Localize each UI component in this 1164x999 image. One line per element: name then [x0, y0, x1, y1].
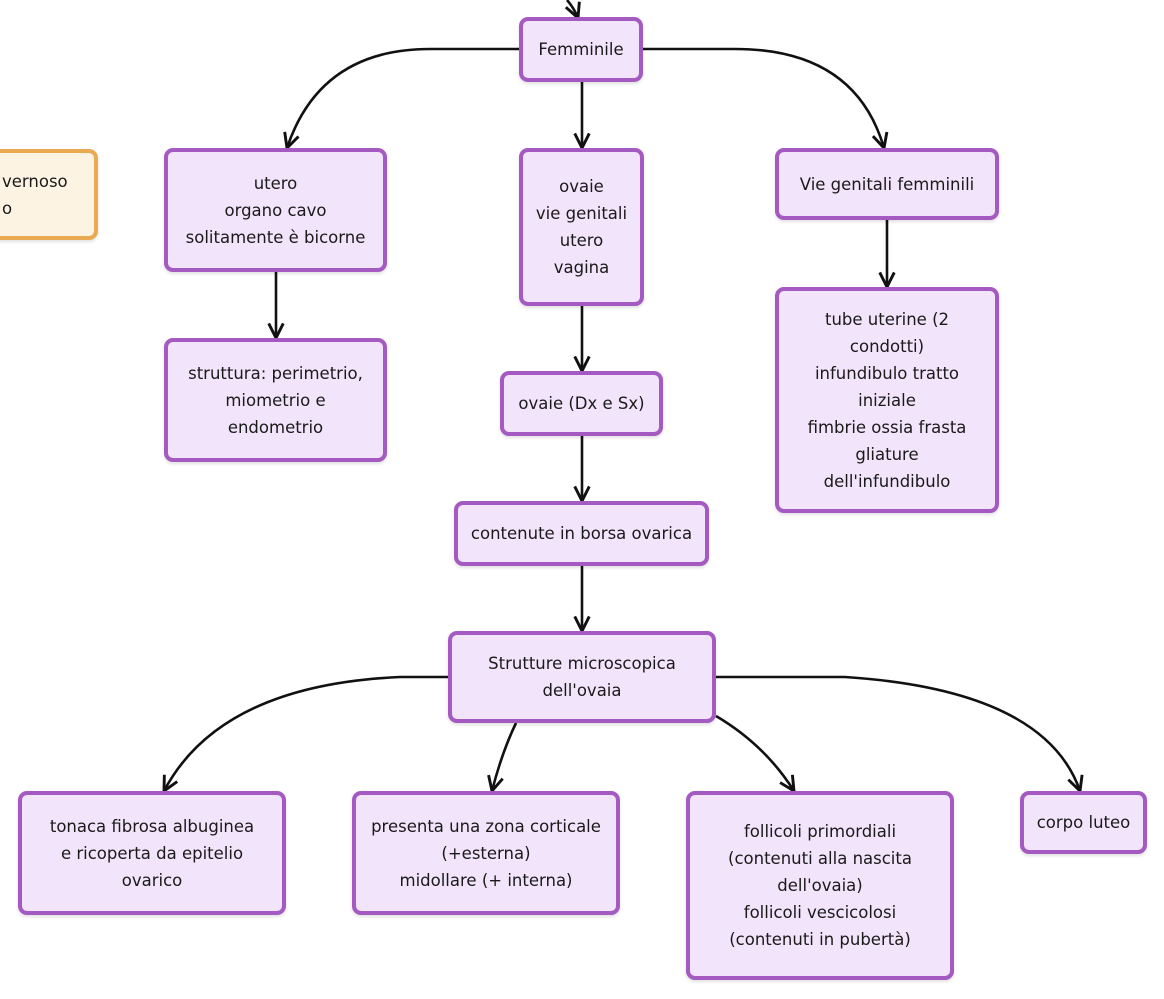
node-tonaca-text: tonaca fibrosa albuginea e ricoperta da …: [49, 816, 255, 890]
node-tube-uterine[interactable]: tube uterine (2 condotti) infundibulo tr…: [775, 287, 999, 513]
node-struttura[interactable]: struttura: perimetrio, miometrio e endom…: [164, 338, 387, 462]
node-struttura-text: struttura: perimetrio, miometrio e endom…: [188, 363, 363, 437]
node-femminile[interactable]: Femminile: [519, 17, 643, 82]
node-utero[interactable]: utero organo cavo solitamente è bicorne: [164, 148, 387, 272]
edge-incoming-femminile: [567, 0, 578, 18]
node-ovaie-dx-sx[interactable]: ovaie (Dx e Sx): [500, 371, 663, 436]
node-borsa-ovarica[interactable]: contenute in borsa ovarica: [454, 501, 709, 566]
node-vie-genitali-text: Vie genitali femminili: [799, 174, 975, 194]
node-tube-uterine-text: tube uterine (2 condotti) infundibulo tr…: [807, 309, 967, 491]
node-zona-corticale[interactable]: presenta una zona corticale (+esterna) m…: [352, 791, 620, 915]
edge-strutture-tonaca: [164, 675, 448, 791]
node-borsa-ovarica-text: contenute in borsa ovarica: [470, 524, 693, 543]
node-femminile-text: Femminile: [538, 40, 624, 59]
node-follicoli-text: follicoli primordiali (contenuti alla na…: [728, 822, 912, 949]
edge-femminile-vie-genitali: [643, 47, 884, 148]
node-corpo-luteo-text: corpo luteo: [1036, 813, 1131, 832]
partial-side-node[interactable]: vernoso o: [0, 149, 98, 240]
edge-strutture-zona: [492, 722, 518, 791]
node-strutture-microscopica-text: Strutture microscopica dell'ovaia: [488, 654, 676, 700]
partial-side-node-text: vernoso o: [2, 171, 68, 218]
edge-strutture-corpo: [716, 675, 1080, 791]
node-vie-genitali[interactable]: Vie genitali femminili: [775, 148, 999, 220]
edge-femminile-utero: [287, 47, 521, 148]
node-utero-text: utero organo cavo solitamente è bicorne: [185, 173, 366, 247]
node-ovaie-dx-sx-text: ovaie (Dx e Sx): [518, 394, 645, 413]
node-follicoli[interactable]: follicoli primordiali (contenuti alla na…: [686, 791, 954, 980]
node-corpo-luteo[interactable]: corpo luteo: [1020, 791, 1147, 854]
node-ovaie-list[interactable]: ovaie vie genitali utero vagina: [519, 148, 644, 306]
node-ovaie-list-text: ovaie vie genitali utero vagina: [535, 177, 628, 277]
node-strutture-microscopica[interactable]: Strutture microscopica dell'ovaia: [448, 631, 716, 723]
edge-strutture-follicoli: [715, 714, 794, 791]
node-zona-corticale-text: presenta una zona corticale (+esterna) m…: [371, 816, 601, 890]
node-tonaca[interactable]: tonaca fibrosa albuginea e ricoperta da …: [18, 791, 286, 915]
